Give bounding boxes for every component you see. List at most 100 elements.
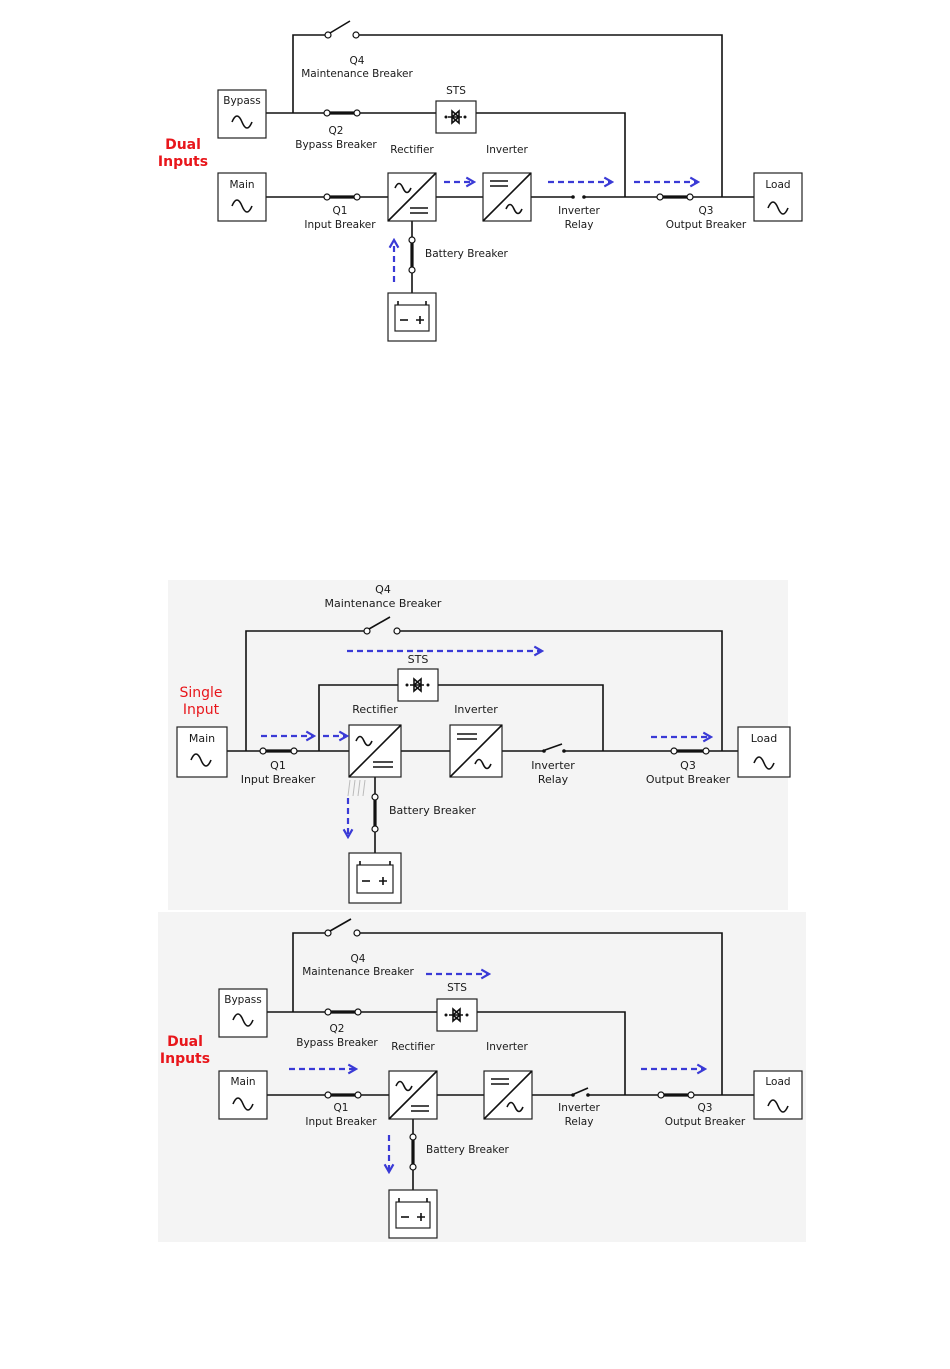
ac-wave-icon bbox=[394, 182, 412, 194]
q1-name: Input Breaker bbox=[304, 219, 376, 231]
battery-breaker-contact bbox=[408, 236, 416, 244]
q4-name: Maintenance Breaker bbox=[302, 966, 414, 978]
ac-wave-icon bbox=[232, 1013, 254, 1027]
q3-label: Q3 bbox=[699, 205, 714, 217]
battery-breaker-contact bbox=[408, 266, 416, 274]
q2-name: Bypass Breaker bbox=[295, 139, 377, 151]
load-label: Load bbox=[765, 1076, 790, 1088]
rectifier-label: Rectifier bbox=[390, 144, 434, 156]
battery-breaker-label: Battery Breaker bbox=[389, 804, 476, 817]
q1-label: Q1 bbox=[334, 1102, 349, 1114]
q2-name: Bypass Breaker bbox=[296, 1037, 378, 1049]
q3-name: Output Breaker bbox=[665, 1116, 746, 1128]
wire-q4-left bbox=[292, 932, 328, 1012]
q1-contact bbox=[323, 193, 331, 201]
main-label: Main bbox=[189, 732, 215, 745]
ac-wave-icon bbox=[505, 203, 523, 215]
wire-q4-right bbox=[356, 34, 723, 197]
ac-wave-icon bbox=[767, 1099, 789, 1113]
diagram-dual-inputs-normal: Dual Inputs bbox=[158, 20, 803, 342]
sts-label: STS bbox=[446, 85, 466, 97]
relay-label: Inverter bbox=[558, 1102, 600, 1114]
bypass-source: Bypass bbox=[218, 988, 268, 1038]
wire-sts-out bbox=[476, 112, 626, 197]
inverter-label: Inverter bbox=[486, 1041, 528, 1053]
main-label: Main bbox=[230, 1076, 255, 1088]
inverter-label: Inverter bbox=[454, 703, 498, 716]
thyristor-icon bbox=[410, 677, 424, 693]
q1-label: Q1 bbox=[333, 205, 348, 217]
relay-contact bbox=[582, 195, 586, 199]
q1-name: Input Breaker bbox=[241, 773, 316, 786]
sts-box bbox=[435, 100, 477, 134]
q3-contact bbox=[656, 193, 664, 201]
q4-label: Q4 bbox=[351, 953, 366, 965]
q2-contact bbox=[353, 109, 361, 117]
q4-switch-blade bbox=[368, 616, 391, 630]
title-line2: Input bbox=[183, 702, 220, 718]
q1-name: Input Breaker bbox=[305, 1116, 377, 1128]
rectifier-box bbox=[388, 1070, 438, 1120]
bypass-label: Bypass bbox=[223, 95, 260, 107]
q4-name: Maintenance Breaker bbox=[301, 68, 413, 80]
load-label: Load bbox=[751, 732, 777, 745]
title-line1: Dual bbox=[165, 137, 201, 153]
wire-sts-out bbox=[438, 684, 604, 751]
wire-q4-right bbox=[397, 630, 723, 751]
thyristor-icon bbox=[449, 1007, 463, 1023]
main-label: Main bbox=[229, 179, 254, 191]
rectifier-label: Rectifier bbox=[352, 703, 398, 716]
discharge-hatch bbox=[347, 779, 366, 797]
q3-name: Output Breaker bbox=[646, 773, 731, 786]
wire-sts-in bbox=[318, 684, 398, 751]
title-line1: Single bbox=[179, 685, 222, 701]
battery-breaker-label: Battery Breaker bbox=[426, 1144, 510, 1156]
ac-wave-icon bbox=[753, 756, 775, 770]
main-source: Main bbox=[218, 1070, 268, 1120]
sts-label: STS bbox=[447, 982, 467, 994]
ac-wave-icon bbox=[355, 735, 373, 747]
thyristor-icon bbox=[448, 109, 462, 125]
title-line2: Inputs bbox=[160, 1051, 210, 1067]
wire-sts-out bbox=[477, 1011, 626, 1095]
load-box: Load bbox=[753, 172, 803, 222]
sts-box bbox=[397, 668, 439, 702]
ac-wave-icon bbox=[231, 115, 253, 129]
q4-contact bbox=[352, 31, 360, 39]
rectifier-box bbox=[387, 172, 437, 222]
wire-q4-left bbox=[245, 630, 367, 751]
rectifier-box bbox=[348, 724, 402, 778]
ac-wave-icon bbox=[395, 1080, 413, 1092]
q2-label: Q2 bbox=[329, 125, 344, 137]
relay-label-2: Relay bbox=[565, 1116, 594, 1128]
battery-box bbox=[388, 1189, 438, 1239]
q4-label: Q4 bbox=[350, 55, 365, 67]
sts-box bbox=[436, 998, 478, 1032]
wire-q4-right bbox=[357, 932, 723, 1095]
title-line1: Dual bbox=[167, 1034, 203, 1050]
q3-label: Q3 bbox=[680, 759, 696, 772]
plus-icon bbox=[416, 316, 424, 324]
relay-contact bbox=[571, 195, 575, 199]
q1-contact bbox=[353, 193, 361, 201]
ac-wave-icon bbox=[767, 201, 789, 215]
inverter-box bbox=[483, 1070, 533, 1120]
relay-blade bbox=[573, 1087, 589, 1095]
battery-breaker-label: Battery Breaker bbox=[425, 248, 509, 260]
q4-label: Q4 bbox=[375, 583, 391, 596]
main-source: Main bbox=[217, 172, 267, 222]
ac-wave-icon bbox=[231, 199, 253, 213]
q4-switch-blade bbox=[329, 20, 351, 34]
load-box: Load bbox=[737, 726, 791, 778]
q3-label: Q3 bbox=[698, 1102, 713, 1114]
wire-q4-left bbox=[292, 34, 328, 113]
q2-contact bbox=[323, 109, 331, 117]
sts-label: STS bbox=[408, 653, 429, 666]
relay-label-2: Relay bbox=[538, 773, 569, 786]
load-label: Load bbox=[765, 179, 790, 191]
q3-name: Output Breaker bbox=[666, 219, 747, 231]
relay-label-2: Relay bbox=[565, 219, 594, 231]
q4-switch-blade bbox=[329, 918, 352, 932]
inverter-label: Inverter bbox=[486, 144, 528, 156]
